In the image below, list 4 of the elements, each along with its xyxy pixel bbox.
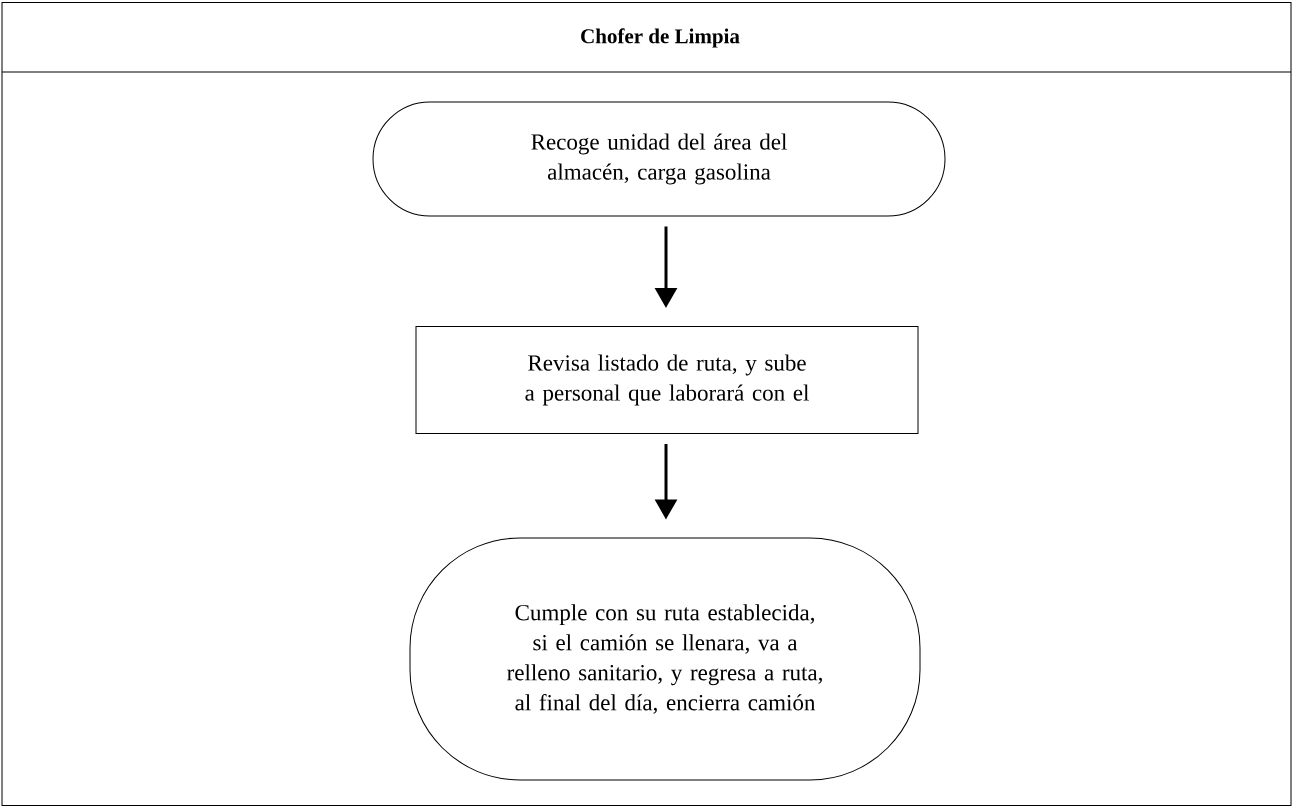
process-box: Revisa listado de ruta, y sube a personal que laborará con el bbox=[415, 326, 919, 434]
start-terminal: Recoge unidad del área del almacén, carga gasolina bbox=[372, 101, 946, 217]
lane-header: Chofer de Limpia bbox=[581, 28, 740, 48]
end-terminal: Cumple con su ruta establecida, si el camión se llenara, va a relleno sanitario, y regresa a ruta, al final del día, encierra camión bbox=[409, 537, 921, 781]
